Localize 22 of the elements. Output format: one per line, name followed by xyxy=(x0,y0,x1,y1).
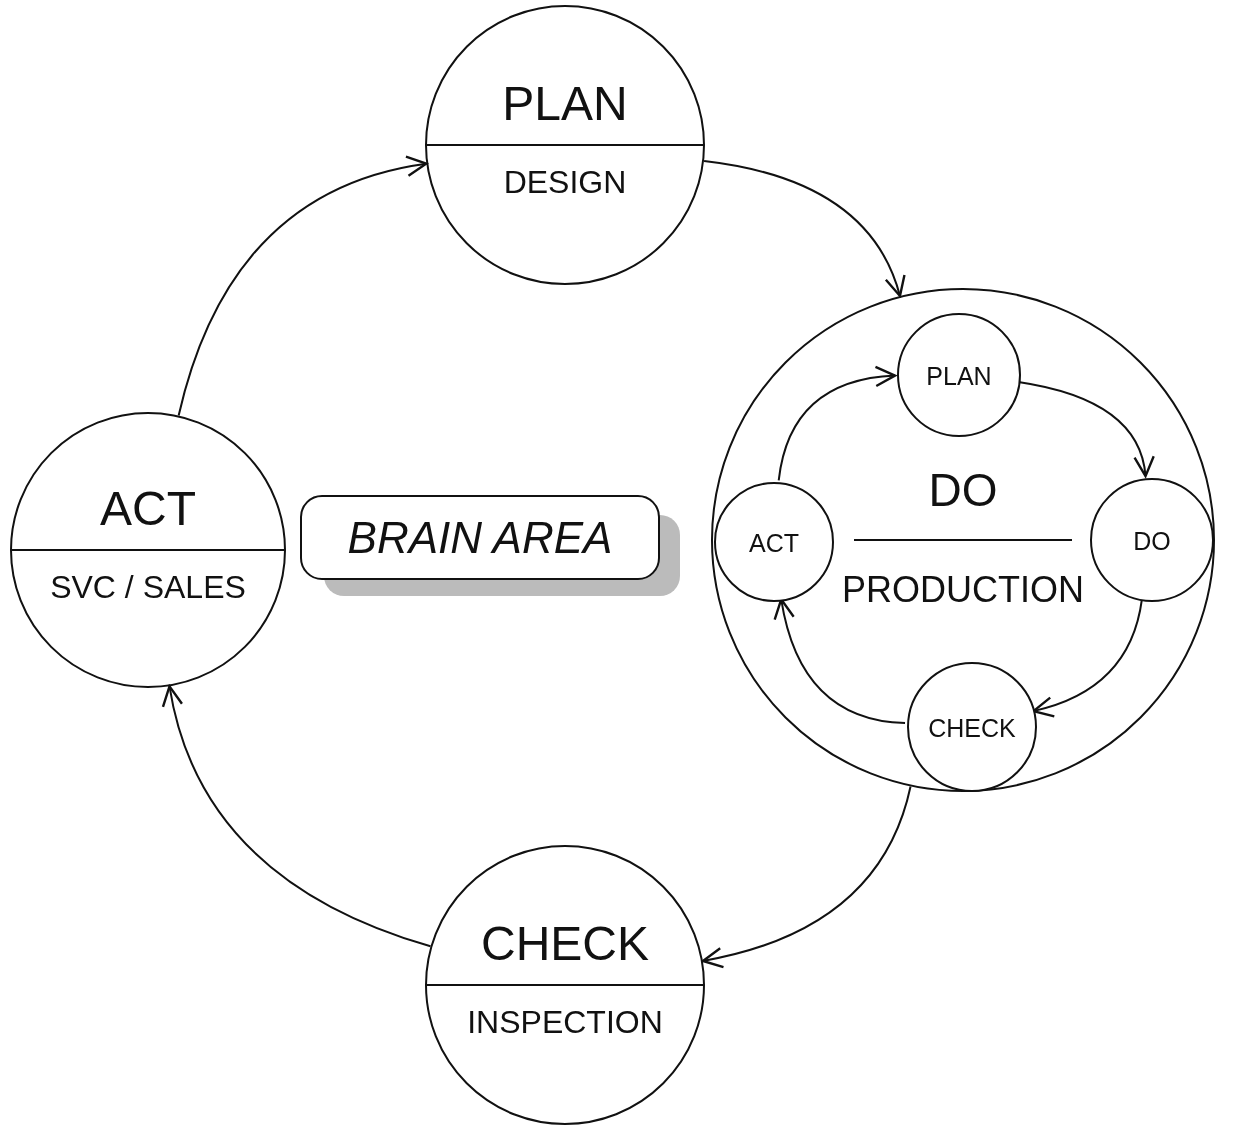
stage-subtitle: PRODUCTION xyxy=(841,570,1085,610)
stage-subtitle: DESIGN xyxy=(502,165,628,201)
arrow xyxy=(177,156,428,417)
arrow xyxy=(777,366,897,482)
stage-title: DO xyxy=(1132,528,1172,556)
circle-node xyxy=(425,5,705,285)
box-label: BRAIN AREA xyxy=(347,512,613,563)
circle-node xyxy=(711,288,1215,792)
circle-node xyxy=(425,845,705,1125)
arrow xyxy=(703,159,905,298)
stage-subtitle: SVC / SALES xyxy=(49,570,247,606)
stage-title: ACT xyxy=(748,530,800,558)
stage-subtitle: INSPECTION xyxy=(466,1005,664,1041)
stage-title: CHECK xyxy=(927,715,1017,743)
stage-title: ACT xyxy=(99,483,197,536)
arrow xyxy=(701,785,912,968)
stage-title: PLAN xyxy=(501,78,629,131)
stage-title: CHECK xyxy=(480,918,650,971)
stage-title: PLAN xyxy=(925,363,993,391)
circle-node xyxy=(10,412,286,688)
arrow xyxy=(162,685,432,948)
stage-title: DO xyxy=(927,465,999,516)
